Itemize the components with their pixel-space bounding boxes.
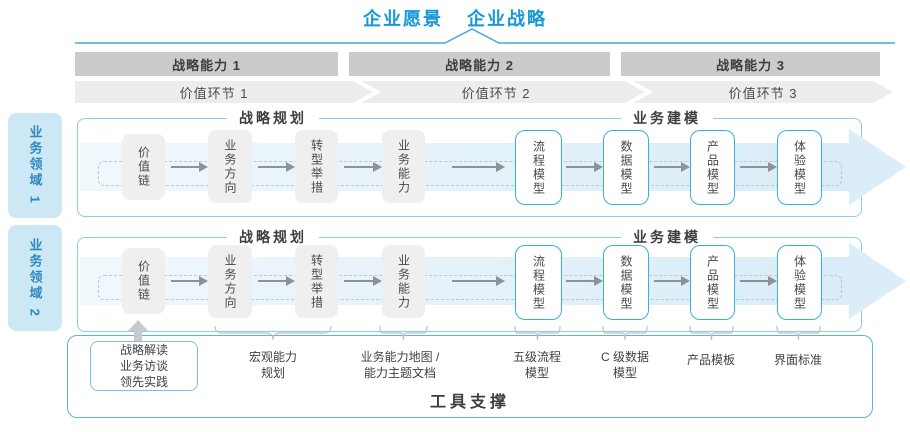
underbrace-icon <box>603 326 647 341</box>
annotation-ui-standard: 界面标准 <box>773 353 823 367</box>
arrow-icon <box>740 162 777 172</box>
arrow-icon <box>344 162 382 172</box>
flow-box-value-chain-2: 价值链 <box>122 248 165 314</box>
up-arrow-icon <box>128 320 148 342</box>
underbrace-icon <box>777 326 820 341</box>
capability-bar-3: 战略能力 3 <box>621 52 880 76</box>
annotation-capability-map: 业务能力地图 / 能力主题文档 <box>360 350 440 381</box>
arrow-icon <box>258 276 295 286</box>
value-link-1: 价值环节 1 <box>179 86 249 101</box>
section-strategic-planning-2: 战略规划 <box>227 229 319 245</box>
flow-box-transformation-1: 转型举措 <box>295 130 338 203</box>
annotation-product-template: 产品模板 <box>686 353 736 367</box>
flow-box-process-model-1: 流程模型 <box>515 130 562 205</box>
placeholder-band-1 <box>98 161 842 186</box>
flow-box-product-model-1: 产品模型 <box>690 130 735 205</box>
arrow-icon <box>171 162 208 172</box>
arrow-icon <box>344 276 382 286</box>
arrow-icon <box>171 276 208 286</box>
flow-box-transformation-2: 转型举措 <box>295 245 338 318</box>
section-business-modeling-2: 业务建模 <box>621 229 713 245</box>
section-strategic-planning-1: 战略规划 <box>227 110 319 126</box>
arrow-icon <box>566 162 603 172</box>
capability-bar-1: 战略能力 1 <box>75 52 338 76</box>
flow-box-process-model-2: 流程模型 <box>515 245 562 320</box>
flow-box-business-capability-1: 业务能力 <box>382 130 425 203</box>
tools-support-label: 工具支撑 <box>429 394 510 411</box>
arrow-icon <box>566 276 603 286</box>
flow-box-value-chain-1: 价值链 <box>122 134 165 200</box>
domain-label-2: 业务领域 2 <box>8 225 62 331</box>
arrow-icon <box>740 276 777 286</box>
value-chain-strip <box>75 81 893 103</box>
domain-label-1: 业务领域 1 <box>8 113 62 218</box>
flow-box-business-capability-2: 业务能力 <box>382 245 425 318</box>
annotation-practice-box: 战略解读 业务访谈 领先实践 <box>90 341 198 391</box>
arrow-icon <box>654 162 690 172</box>
annotation-process-model: 五级流程 模型 <box>512 350 562 381</box>
flow-box-experience-model-1: 体验模型 <box>777 130 822 205</box>
arrow-icon <box>452 162 505 172</box>
placeholder-band-2 <box>98 275 842 300</box>
annotation-data-model: C 级数据 模型 <box>600 350 650 381</box>
flow-box-data-model-2: 数据模型 <box>603 245 649 320</box>
underbrace-icon <box>215 326 331 341</box>
underbrace-icon <box>690 326 733 341</box>
underbrace-icon <box>515 326 560 341</box>
flow-box-business-direction-1: 业务方向 <box>208 130 252 203</box>
section-business-modeling-1: 业务建模 <box>621 110 713 126</box>
underbrace-icon <box>380 326 427 341</box>
value-link-2: 价值环节 2 <box>461 86 531 101</box>
flow-box-product-model-2: 产品模型 <box>690 245 735 320</box>
arrow-icon <box>452 276 505 286</box>
annotation-macro-planning: 宏观能力 规划 <box>248 350 298 381</box>
arrow-icon <box>258 162 295 172</box>
title-underline-peak <box>75 28 895 44</box>
page-title: 企业愿景 企业战略 <box>0 5 910 31</box>
arrow-icon <box>654 276 690 286</box>
vision-title: 企业愿景 <box>363 9 443 29</box>
value-link-3: 价值环节 3 <box>728 86 798 101</box>
flow-box-data-model-1: 数据模型 <box>603 130 649 205</box>
flow-box-experience-model-2: 体验模型 <box>777 245 822 320</box>
tools-support-container: 工具支撑 <box>67 335 873 418</box>
strategy-title: 企业战略 <box>467 9 547 29</box>
flow-box-business-direction-2: 业务方向 <box>208 245 252 318</box>
capability-bar-2: 战略能力 2 <box>349 52 610 76</box>
